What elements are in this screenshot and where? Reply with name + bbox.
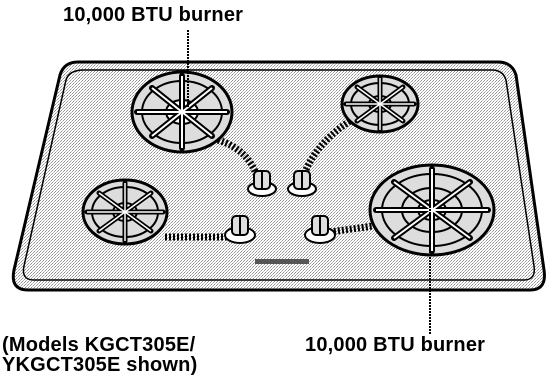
bottom-burner-label: 10,000 BTU burner xyxy=(305,334,486,356)
burner-left-front xyxy=(81,178,169,246)
burner-right-front xyxy=(368,163,496,257)
brand-plate xyxy=(255,259,309,264)
burner-left-back xyxy=(130,70,234,154)
top-burner-label: 10,000 BTU burner xyxy=(63,4,244,26)
knob-left-front xyxy=(224,215,256,244)
models-note: (Models KGCT305E/ YKGCT305E shown) xyxy=(2,335,197,375)
models-note-line1: (Models KGCT305E/ xyxy=(2,334,196,356)
knob-left-back xyxy=(247,170,277,197)
knob-right-back xyxy=(287,170,317,197)
knob-right-front xyxy=(304,215,336,244)
models-note-line2: YKGCT305E shown) xyxy=(2,354,198,376)
burner-right-back xyxy=(340,74,420,134)
